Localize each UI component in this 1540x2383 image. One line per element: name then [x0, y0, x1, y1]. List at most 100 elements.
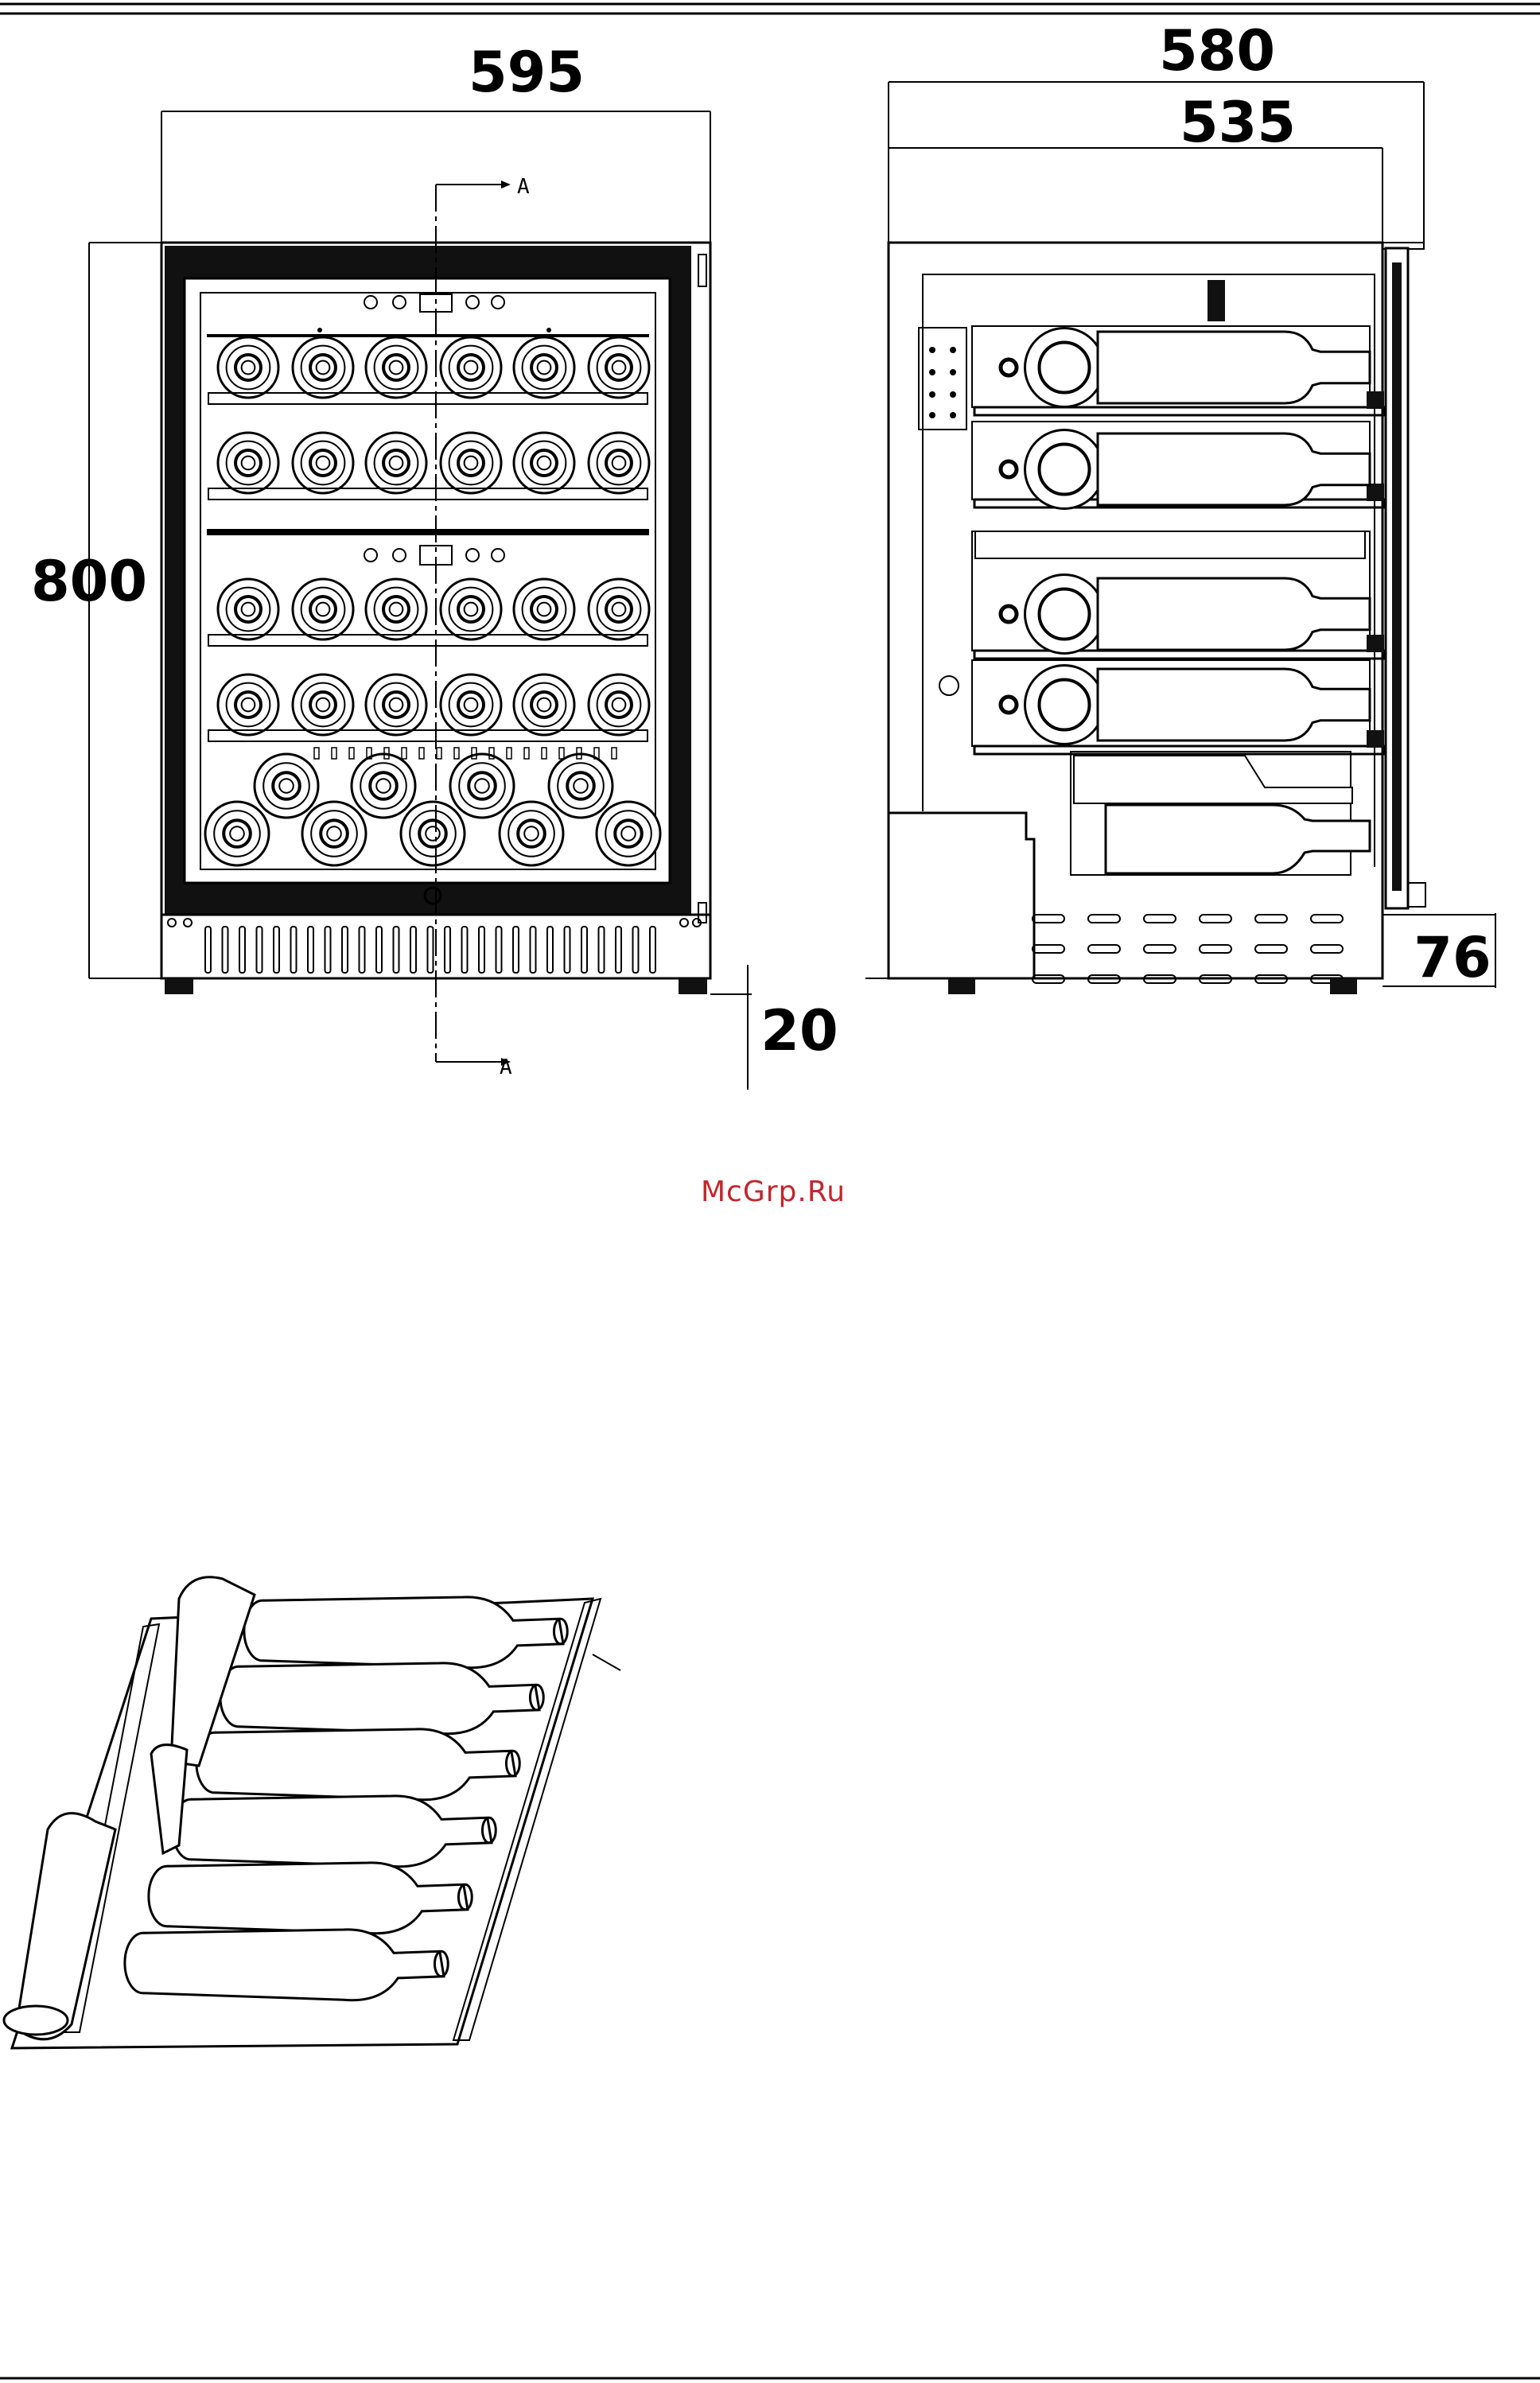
vent-slot — [1255, 915, 1287, 923]
bottom-drawer — [1071, 752, 1370, 875]
grille-slot — [291, 927, 297, 973]
bottle-end — [352, 754, 415, 818]
bottle-end — [293, 579, 353, 639]
shelf-rail — [974, 407, 1384, 415]
grille-slot — [547, 927, 553, 973]
bottle-end — [293, 337, 353, 398]
bottle-end — [441, 579, 501, 639]
grille-slot — [223, 927, 228, 973]
drain-port — [939, 676, 959, 695]
foot-right — [679, 978, 707, 994]
vent-slot — [1032, 945, 1064, 953]
grille-slot — [325, 927, 331, 973]
height-label: 800 — [31, 549, 147, 614]
side-bottle — [1001, 430, 1370, 509]
grille-slot — [462, 927, 468, 973]
bottle-end — [255, 754, 318, 818]
vent-slot — [1032, 915, 1064, 923]
bottle-end — [293, 674, 353, 735]
bottle-end — [366, 433, 426, 493]
shelf-rail — [974, 746, 1384, 754]
iso-bottle — [196, 1729, 519, 1800]
feet-label: 20 — [760, 998, 838, 1063]
bottle-end — [589, 579, 649, 639]
bottle-end — [589, 674, 649, 735]
grille-slot — [394, 927, 399, 973]
vent-slot — [1311, 945, 1343, 953]
grille-slot — [342, 927, 348, 973]
zone-divider — [207, 529, 649, 535]
control-module — [919, 328, 966, 430]
grille-slot — [513, 927, 519, 973]
grille-slot — [581, 927, 587, 973]
bottle-end — [302, 802, 366, 865]
grille-slot — [599, 927, 605, 973]
bottle-end — [218, 433, 278, 493]
grille-slot — [445, 927, 450, 973]
bottle-end — [293, 433, 353, 493]
grille-slot — [376, 927, 382, 973]
section-mark-top: A — [517, 175, 530, 199]
foot-left — [165, 978, 193, 994]
bottle-end — [589, 337, 649, 398]
vent-slot — [1200, 915, 1231, 923]
grille-slot — [565, 927, 570, 973]
compressor-step — [889, 813, 1034, 978]
side-bottle — [1001, 666, 1370, 744]
grille-slot — [205, 927, 211, 973]
vent-slot — [1255, 945, 1287, 953]
side-shelves — [972, 326, 1384, 875]
bottle-end — [441, 337, 501, 398]
bottle-end — [218, 674, 278, 735]
bottle-end — [366, 579, 426, 639]
grille-slot — [496, 927, 502, 973]
front-view: 595 800 — [31, 40, 838, 1090]
door-offset-label: 76 — [1414, 925, 1491, 990]
bottle-end — [366, 674, 426, 735]
bottle-end — [514, 579, 574, 639]
side-bottle — [1001, 328, 1370, 407]
bottle-end — [597, 802, 660, 865]
section-mark-bottom: A — [500, 1055, 512, 1079]
grille-slot — [531, 927, 536, 973]
grille-slot — [410, 927, 416, 973]
vent-slot — [1311, 915, 1343, 923]
grille-slot — [633, 927, 639, 973]
grille-slot — [650, 927, 655, 973]
bottle-end — [514, 674, 574, 735]
bottle-end — [514, 337, 574, 398]
grille-slot — [616, 927, 621, 973]
zone-divider-side — [975, 531, 1365, 558]
side-bottle — [1001, 575, 1370, 654]
watermark: McGrp.Ru — [701, 1176, 846, 1208]
iso-bottle — [220, 1663, 543, 1734]
bottle-end — [218, 337, 278, 398]
side-foot-rear — [948, 978, 975, 994]
vent-slot — [1200, 945, 1231, 953]
vent-slot — [1088, 945, 1120, 953]
bottle-end — [441, 433, 501, 493]
grille-slot — [428, 927, 434, 973]
side-vents — [1032, 915, 1343, 983]
inner-top-line — [207, 334, 649, 337]
bottle-end — [441, 674, 501, 735]
iso-bottle — [149, 1863, 472, 1934]
bottle-end — [500, 802, 563, 865]
bottle-end — [218, 579, 278, 639]
vent-slot — [1088, 915, 1120, 923]
bottle-end — [205, 802, 269, 865]
shelf-rail — [974, 651, 1384, 659]
bottle-end — [366, 337, 426, 398]
bottle-end — [549, 754, 612, 818]
bottle-end — [514, 433, 574, 493]
grille-slot — [239, 927, 245, 973]
vent-slot — [1144, 915, 1176, 923]
shelf-pointer — [593, 1654, 620, 1670]
depth-body-label: 535 — [1180, 90, 1296, 155]
grille-slot — [257, 927, 262, 973]
bottle-end — [589, 433, 649, 493]
iso-bottle — [244, 1597, 567, 1668]
grille-slot — [308, 927, 313, 973]
bottle-end — [450, 754, 514, 818]
